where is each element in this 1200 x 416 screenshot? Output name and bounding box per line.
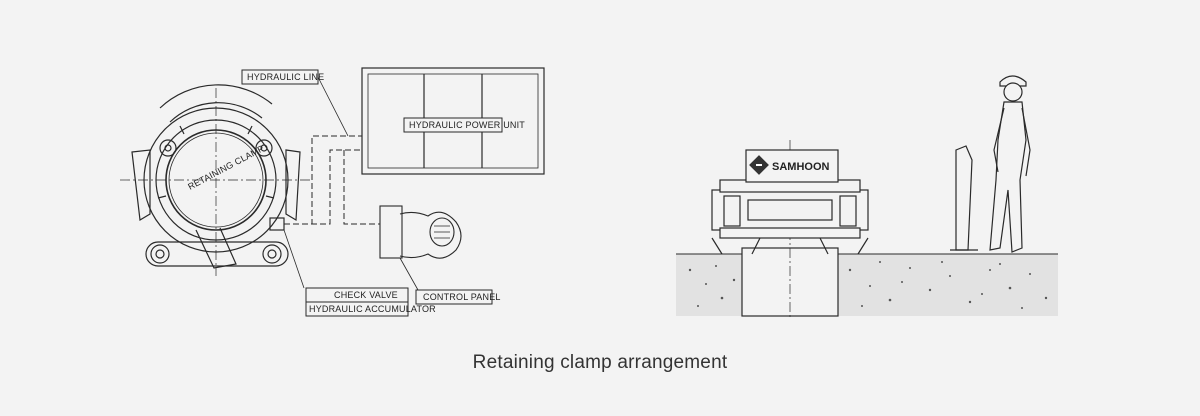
center-lines [120,88,312,276]
svg-text:HYDRAULIC ACCUMULATOR: HYDRAULIC ACCUMULATOR [309,304,436,314]
control-panel-figure [379,205,462,259]
ground [676,253,1058,316]
clamp-side-view [711,179,869,255]
svg-text:HYDRAULIC LINE: HYDRAULIC LINE [247,72,324,82]
hydraulic-power-unit-tag: HYDRAULIC POWER UNIT [403,117,525,133]
svg-text:CONTROL PANEL: CONTROL PANEL [423,292,501,302]
check-valve-tag: CHECK VALVE [283,229,409,303]
svg-text:HYDRAULIC POWER UNIT: HYDRAULIC POWER UNIT [409,120,525,130]
operator-figure [989,75,1031,253]
hydraulic-accumulator-tag: HYDRAULIC ACCUMULATOR [305,301,436,317]
brand-name: SAMHOON [772,161,830,173]
hydraulic-line-tag: HYDRAULIC LINE [241,69,349,137]
svg-text:CHECK VALVE: CHECK VALVE [334,290,398,300]
figure-caption: Retaining clamp arrangement [472,352,728,373]
hydraulic-lines [284,135,380,225]
retaining-clamp-label: RETAINING CLAMP [186,143,266,192]
control-console [950,145,978,251]
control-panel-tag: CONTROL PANEL [399,257,501,305]
brand-plate: SAMHOON [745,149,839,183]
